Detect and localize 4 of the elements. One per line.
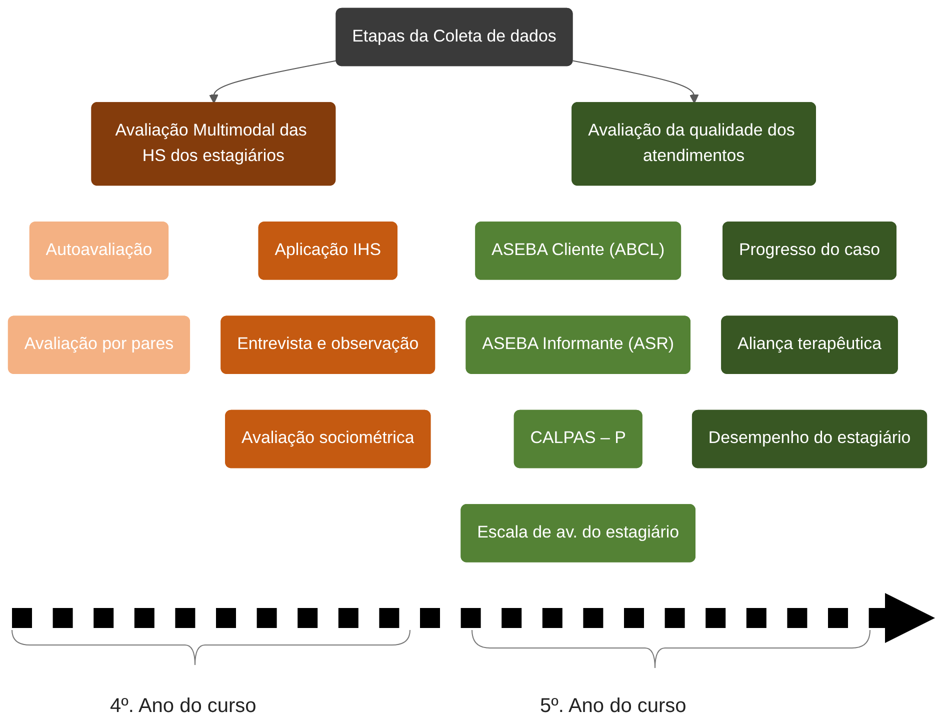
arrow [572, 60, 699, 104]
timeline-label: 4º. Ano do curso [110, 695, 256, 718]
arrow [209, 60, 337, 104]
timeline-label: 5º. Ano do curso [540, 695, 686, 718]
